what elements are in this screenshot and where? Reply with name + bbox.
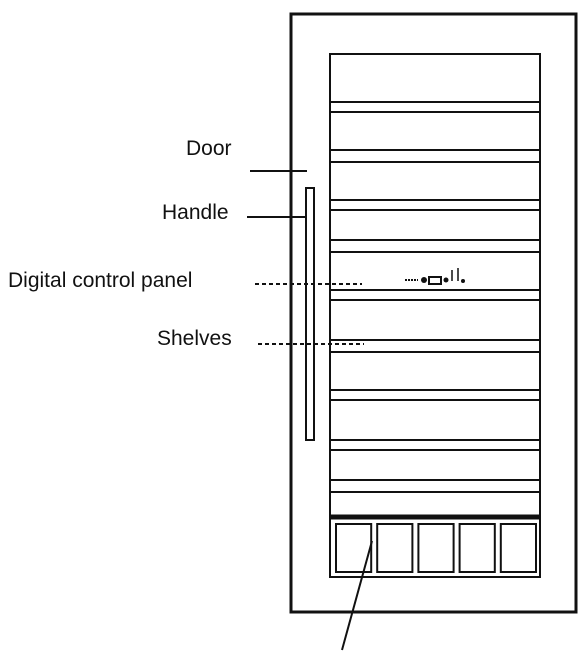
handle-label: Handle [162,201,229,224]
drawer-compartment [335,523,373,573]
door-glass-panel [329,53,541,578]
drawers-group [335,523,537,573]
drawer-leader-line [341,540,373,651]
shelves-group [330,101,540,493]
shelves-label: Shelves [157,327,232,350]
cabinet-outer-frame [289,12,578,614]
drawer-compartment [417,523,455,573]
drawer-compartment [499,523,537,573]
control-panel-icon [405,268,465,285]
drawer-compartment [458,523,496,573]
handle-bar [305,187,315,441]
control-panel-label: Digital control panel [8,269,192,292]
drawer-compartment [376,523,414,573]
door-label: Door [186,137,232,160]
